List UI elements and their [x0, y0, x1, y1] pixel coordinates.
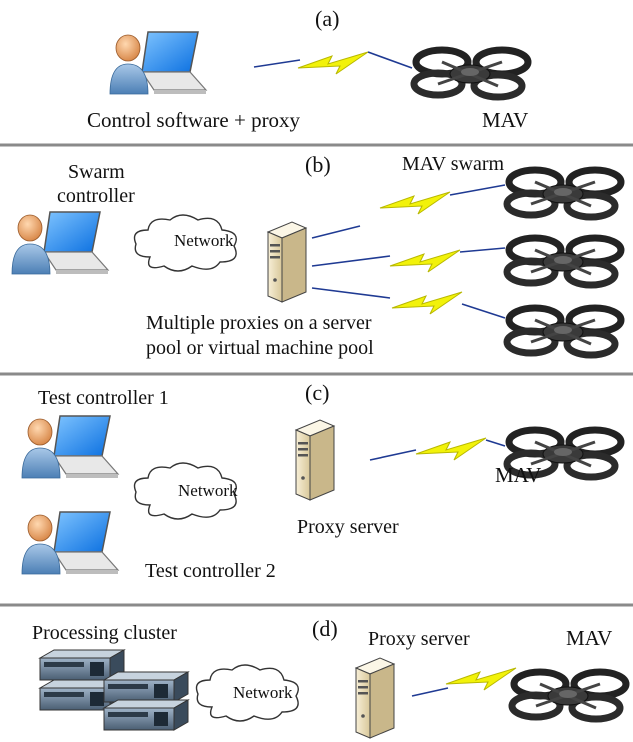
test-controller-1-label: Test controller 1: [38, 387, 169, 409]
lightning-bolt-icon: [297, 51, 369, 75]
test-controller-1-icon: [21, 415, 119, 479]
mav-swarm-label: MAV swarm: [402, 153, 504, 175]
control-software-label: Control software + proxy: [87, 108, 301, 132]
network-label: Network: [233, 683, 293, 702]
test-controller-2-icon: [21, 511, 119, 575]
mav-label: MAV: [566, 626, 612, 650]
proxy-server-label: Proxy server: [368, 628, 470, 650]
mav-label: MAV: [495, 463, 541, 487]
panel-d-tag: (d): [312, 616, 338, 641]
mav-drone-icon: [507, 170, 621, 217]
mav-label: MAV: [482, 108, 528, 132]
link-line: [449, 184, 506, 196]
rack-server-icon: [103, 671, 189, 703]
mav-drone-icon: [507, 308, 621, 355]
link-line: [485, 439, 506, 447]
server-pool-label-2: pool or virtual machine pool: [146, 337, 374, 359]
proxy-server-icon: [355, 657, 395, 739]
lightning-bolt-icon: [415, 437, 487, 461]
link-line: [411, 687, 449, 697]
swarm-controller-icon: [11, 211, 109, 275]
lightning-bolt-icon: [389, 249, 461, 273]
user-laptop-icon: [109, 31, 207, 95]
panel-b-tag: (b): [305, 152, 331, 177]
mav-drone-icon: [507, 238, 621, 285]
network-label: Network: [174, 231, 234, 250]
server-pool-label-1: Multiple proxies on a server: [146, 312, 372, 334]
mav-drone-icon: [414, 50, 528, 97]
link-line: [461, 303, 506, 319]
link-line: [369, 449, 417, 461]
lightning-bolt-icon: [379, 191, 451, 215]
processing-cluster-label: Processing cluster: [32, 622, 177, 644]
panel-a: (a) Control software + proxy MAV: [87, 6, 528, 132]
panel-d: (d) Processing cluster Network Proxy ser…: [32, 616, 626, 739]
panel-c: (c) Test controller 1 Network Test contr…: [21, 380, 621, 582]
test-controller-2-label: Test controller 2: [145, 560, 276, 582]
link-line: [367, 51, 413, 69]
link-line: [311, 225, 361, 239]
proxy-server-label: Proxy server: [297, 516, 399, 538]
panel-c-tag: (c): [305, 380, 329, 405]
rack-server-icon: [103, 699, 189, 731]
lightning-bolt-icon: [391, 291, 463, 315]
link-line: [459, 247, 506, 253]
server-tower-icon: [267, 221, 307, 303]
lightning-bolt-icon: [445, 667, 517, 691]
panel-b: (b) Swarm controller Network Multiple pr…: [11, 152, 621, 359]
link-line: [253, 59, 301, 68]
mav-drone-icon: [512, 672, 626, 719]
swarm-controller-label-2: controller: [57, 185, 135, 207]
swarm-controller-label-1: Swarm: [68, 161, 125, 183]
link-line: [311, 287, 391, 299]
proxy-server-icon: [295, 419, 335, 501]
link-line: [311, 255, 391, 267]
network-label: Network: [178, 481, 238, 500]
panel-a-tag: (a): [315, 6, 339, 31]
